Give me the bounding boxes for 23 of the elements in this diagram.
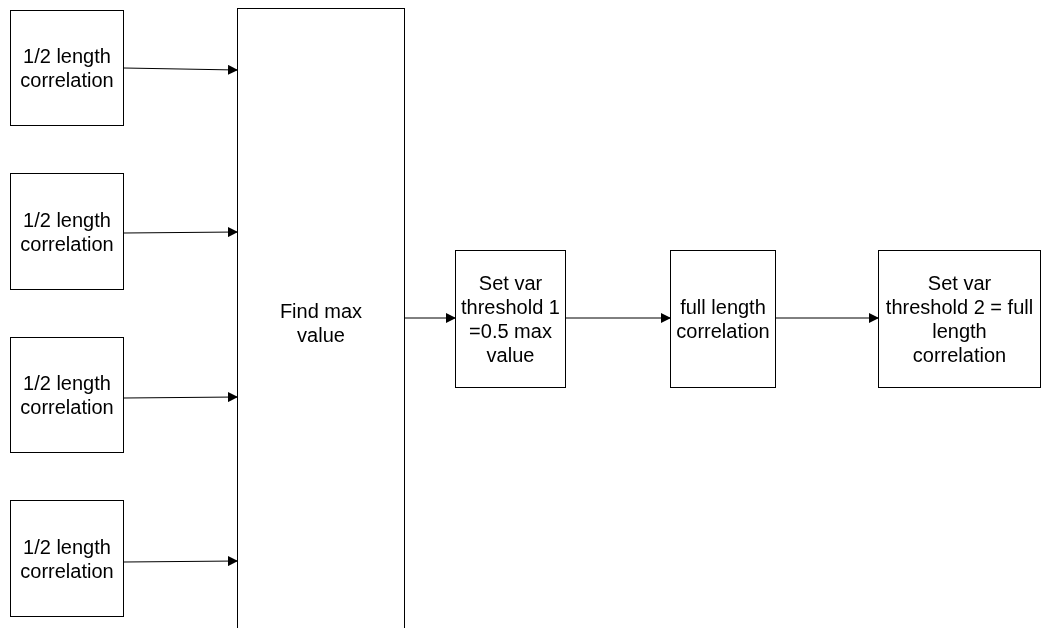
arrow <box>404 313 456 323</box>
box-label: full length correlation <box>675 295 771 343</box>
process-box <box>10 500 124 617</box>
box-label: Set var threshold 1 =0.5 max value <box>460 271 561 367</box>
arrow <box>123 556 238 567</box>
process-box <box>237 8 405 628</box>
process-box <box>455 250 566 388</box>
box-label: 1/2 length correlation <box>19 534 115 583</box>
box-label: 1/2 length correlation <box>19 371 115 419</box>
arrow <box>565 313 671 323</box>
arrow <box>775 313 879 323</box>
process-box <box>10 173 124 290</box>
arrow <box>123 227 238 238</box>
process-box <box>878 250 1041 388</box>
process-box <box>670 250 776 388</box>
box-label: 1/2 length correlation <box>19 44 115 92</box>
arrow <box>123 392 238 403</box>
arrow <box>123 64 238 75</box>
process-box <box>10 10 124 126</box>
process-box <box>10 337 124 453</box>
box-label: Set var threshold 2 = full length correlation <box>884 271 1035 367</box>
box-label: 1/2 length correlation <box>19 207 115 256</box>
box-label: Find max value <box>278 299 364 347</box>
